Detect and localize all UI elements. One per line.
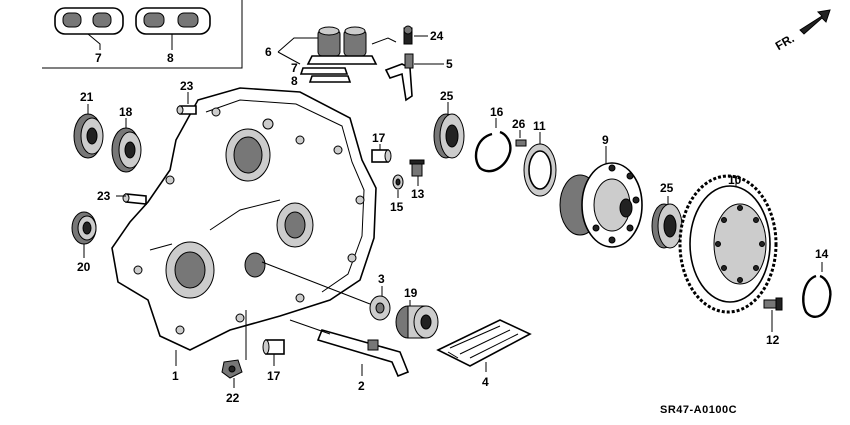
bolt-part-24 <box>403 25 413 45</box>
bearing-part-25-upper <box>433 113 465 159</box>
gasket-part-8-small <box>308 75 352 83</box>
strainer-part-4 <box>436 319 532 367</box>
callout-part-17-lower: 17 <box>267 369 281 383</box>
ring-part-11 <box>523 143 557 197</box>
callout-part-8: 8 <box>291 74 298 88</box>
callout-part-23-top: 23 <box>180 79 194 93</box>
callout-part-16: 16 <box>490 105 504 119</box>
solenoid-assembly-part-6 <box>306 26 397 65</box>
callout-part-7: 7 <box>291 61 298 75</box>
guide-rail-part-2 <box>316 329 410 378</box>
callout-part-1: 1 <box>172 369 179 383</box>
differential-carrier-part-9 <box>559 162 643 248</box>
cap-part-3 <box>369 295 391 321</box>
callout-part-19: 19 <box>404 286 418 300</box>
bolt-part-13 <box>409 159 425 177</box>
dowel-pin-part-17-upper <box>371 149 392 163</box>
oil-seal-part-20 <box>71 211 97 245</box>
bearing-part-21 <box>73 113 104 159</box>
gasket-part-7-small <box>299 67 349 75</box>
callout-part-25-upper: 25 <box>440 89 454 103</box>
snap-ring-part-14 <box>802 274 832 318</box>
callout-part-5: 5 <box>446 57 453 71</box>
callout-part-8-inset: 8 <box>167 51 174 65</box>
callout-part-21: 21 <box>80 90 94 104</box>
snap-ring-part-16 <box>474 130 512 173</box>
bearing-part-19 <box>395 305 439 339</box>
bolt-part-12 <box>763 297 783 311</box>
callout-part-15: 15 <box>390 200 404 214</box>
callout-part-7-inset: 7 <box>95 51 102 65</box>
callout-part-23-left: 23 <box>97 189 111 203</box>
gasket-part-8 <box>135 7 211 35</box>
front-direction-label: FR. <box>773 31 797 53</box>
callout-part-11: 11 <box>533 119 546 133</box>
callout-part-25-lower: 25 <box>660 181 674 195</box>
callout-part-22: 22 <box>226 391 240 405</box>
dowel-pin-part-23-top <box>176 105 197 115</box>
callout-part-26: 26 <box>512 117 526 131</box>
callout-part-13: 13 <box>411 187 425 201</box>
callout-part-12: 12 <box>766 333 780 347</box>
transmission-housing-part-1 <box>111 87 377 351</box>
washer-part-15 <box>392 174 404 190</box>
dowel-pin-part-23-left <box>122 193 147 205</box>
ring-gear-part-10 <box>678 174 778 314</box>
callout-part-20: 20 <box>77 260 91 274</box>
dowel-pin-part-17-lower <box>262 339 285 355</box>
gasket-part-7 <box>54 7 124 35</box>
front-direction-arrow-icon <box>799 9 831 35</box>
callout-part-6: 6 <box>265 45 272 59</box>
bracket-part-5 <box>384 53 414 102</box>
diagram-code: SR47-A0100C <box>660 404 737 416</box>
callout-part-18: 18 <box>119 105 133 119</box>
callout-part-10: 10 <box>728 173 742 187</box>
callout-part-14: 14 <box>815 247 829 261</box>
callout-part-17-upper: 17 <box>372 131 386 145</box>
callout-part-24: 24 <box>430 29 444 43</box>
callout-part-3: 3 <box>378 272 385 286</box>
bearing-part-18 <box>111 127 142 173</box>
callout-part-9: 9 <box>602 133 609 147</box>
inset-box-border <box>42 0 243 69</box>
callout-part-2: 2 <box>358 379 365 393</box>
callout-part-4: 4 <box>482 375 489 389</box>
pin-part-26 <box>515 139 527 147</box>
nut-part-22 <box>221 359 243 379</box>
bearing-part-25-lower <box>651 203 683 249</box>
